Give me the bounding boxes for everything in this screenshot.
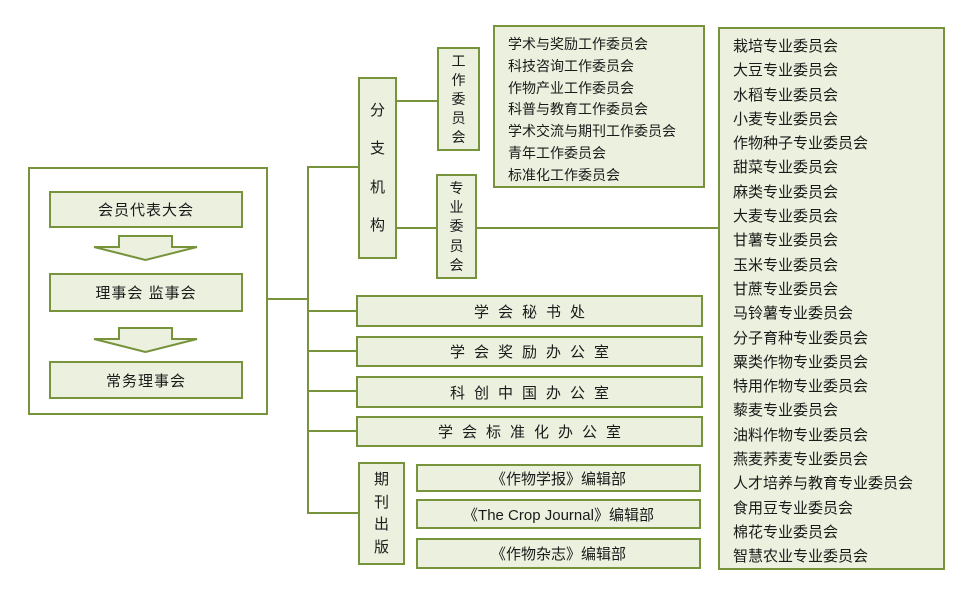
committee-list-item: 分子育种专业委员会 bbox=[733, 329, 869, 347]
standing-council-box: 常务理事会 bbox=[49, 361, 243, 399]
vertical-label-char: 出 bbox=[373, 516, 389, 534]
vertical-label-char: 员 bbox=[451, 110, 466, 126]
award-office-connector-line bbox=[307, 350, 356, 352]
committee-list-item: 大豆专业委员会 bbox=[733, 62, 839, 80]
vertical-label-char: 机 bbox=[369, 178, 385, 196]
special-committees-list: 栽培专业委员会大豆专业委员会水稻专业委员会小麦专业委员会作物种子专业委员会甜菜专… bbox=[718, 27, 945, 570]
committee-list-item: 棉花专业委员会 bbox=[733, 523, 839, 541]
down-arrow bbox=[93, 327, 198, 353]
work-committees-list: 学术与奖励工作委员会科技咨询工作委员会作物产业工作委员会科普与教育工作委员会学术… bbox=[493, 25, 705, 188]
standardization-office-label: 学会标准化办公室 bbox=[437, 424, 630, 441]
secretariat-office-label: 学会秘书处 bbox=[473, 303, 594, 321]
committee-list-item: 人才培养与教育专业委员会 bbox=[733, 475, 914, 493]
committee-list-item: 玉米专业委员会 bbox=[733, 256, 839, 274]
standard-office-connector-line bbox=[307, 430, 356, 432]
committee-list-item: 智慧农业专业委员会 bbox=[733, 548, 869, 566]
trunk-connector-line bbox=[307, 166, 309, 514]
award-office-box: 学会奖励办公室 bbox=[356, 336, 703, 367]
kechuang-china-office-label: 科创中国办公室 bbox=[449, 384, 618, 402]
acta-agronomica-editorial-label: 《作物学报》编辑部 bbox=[490, 470, 626, 488]
vertical-label-char: 支 bbox=[369, 140, 385, 158]
vertical-label-char: 期 bbox=[373, 470, 389, 488]
vertical-label-char: 版 bbox=[373, 539, 389, 557]
committee-list-item: 甜菜专业委员会 bbox=[733, 159, 839, 177]
secretariat-office-box: 学会秘书处 bbox=[356, 295, 703, 327]
publication-connector-line bbox=[307, 512, 358, 514]
vertical-label-char: 作 bbox=[451, 72, 466, 88]
vertical-label-char: 员 bbox=[449, 237, 464, 254]
vertical-label-char: 委 bbox=[451, 91, 466, 107]
kechuang-office-connector-line bbox=[307, 390, 356, 392]
committee-list-item: 水稻专业委员会 bbox=[733, 86, 839, 104]
vertical-label-char: 会 bbox=[449, 256, 464, 273]
publications-box: 期刊出版 bbox=[358, 462, 405, 565]
committee-list-item: 甘蔗专业委员会 bbox=[733, 280, 839, 298]
committee-list-item: 大麦专业委员会 bbox=[733, 208, 839, 226]
committee-list-item: 马铃薯专业委员会 bbox=[733, 305, 854, 323]
committee-list-item: 作物种子专业委员会 bbox=[733, 135, 869, 153]
member-congress-box: 会员代表大会 bbox=[49, 191, 243, 228]
committee-list-item: 藜麦专业委员会 bbox=[733, 402, 839, 420]
special-committee-list-connector-line bbox=[477, 227, 718, 229]
vertical-label-char: 业 bbox=[449, 199, 464, 216]
committee-list-item: 科普与教育工作委员会 bbox=[508, 101, 648, 118]
branch-organizations-box: 分支机构 bbox=[358, 77, 397, 259]
special-committees-box: 专业委员会 bbox=[436, 174, 477, 279]
crop-journal-editorial-box: 《The Crop Journal》编辑部 bbox=[416, 499, 701, 529]
standardization-office-box: 学会标准化办公室 bbox=[356, 416, 703, 447]
committee-list-item: 油料作物专业委员会 bbox=[733, 426, 869, 444]
special-committee-connector-line bbox=[397, 227, 436, 229]
committee-list-item: 学术交流与期刊工作委员会 bbox=[508, 123, 676, 140]
committee-list-item: 食用豆专业委员会 bbox=[733, 499, 854, 517]
committee-list-item: 学术与奖励工作委员会 bbox=[508, 36, 648, 52]
award-office-label: 学会奖励办公室 bbox=[449, 344, 618, 361]
committee-list-item: 小麦专业委员会 bbox=[733, 110, 839, 128]
crop-journal-editorial-label: 《The Crop Journal》编辑部 bbox=[463, 506, 654, 524]
committee-list-item: 作物产业工作委员会 bbox=[508, 79, 634, 96]
council-label: 理事会 监事会 bbox=[95, 285, 197, 302]
down-arrow bbox=[93, 235, 198, 261]
vertical-label-char: 会 bbox=[451, 129, 466, 145]
acta-agronomica-editorial-box: 《作物学报》编辑部 bbox=[416, 464, 701, 492]
vertical-label-char: 刊 bbox=[373, 493, 389, 511]
vertical-label-char: 委 bbox=[449, 218, 464, 235]
committee-list-item: 标准化工作委员会 bbox=[508, 166, 620, 183]
committee-list-item: 科技咨询工作委员会 bbox=[508, 57, 634, 74]
committee-list-item: 甘薯专业委员会 bbox=[733, 232, 839, 250]
standing-council-label: 常务理事会 bbox=[105, 372, 186, 390]
kechuang-china-office-box: 科创中国办公室 bbox=[356, 376, 703, 408]
governance-connector-line bbox=[268, 298, 307, 300]
vertical-label-char: 专 bbox=[449, 180, 464, 197]
committee-list-item: 特用作物专业委员会 bbox=[733, 378, 869, 396]
council-box: 理事会 监事会 bbox=[49, 273, 243, 312]
branch-org-connector-line bbox=[307, 166, 358, 168]
committee-list-item: 青年工作委员会 bbox=[508, 144, 606, 161]
committee-list-item: 栽培专业委员会 bbox=[733, 38, 839, 55]
committee-list-item: 粟类作物专业委员会 bbox=[733, 353, 869, 371]
committee-list-item: 燕麦荞麦专业委员会 bbox=[733, 451, 869, 469]
committee-list-item: 麻类专业委员会 bbox=[733, 183, 839, 201]
vertical-label-char: 构 bbox=[369, 217, 385, 235]
secretariat-connector-line bbox=[307, 310, 356, 312]
member-congress-label: 会员代表大会 bbox=[97, 202, 194, 219]
vertical-label-char: 工 bbox=[451, 53, 466, 69]
vertical-label-char: 分 bbox=[369, 101, 385, 119]
crops-magazine-editorial-label: 《作物杂志》编辑部 bbox=[490, 546, 626, 563]
crops-magazine-editorial-box: 《作物杂志》编辑部 bbox=[416, 538, 701, 569]
work-committee-connector-line bbox=[397, 100, 437, 102]
work-committees-box: 工作委员会 bbox=[437, 47, 480, 151]
